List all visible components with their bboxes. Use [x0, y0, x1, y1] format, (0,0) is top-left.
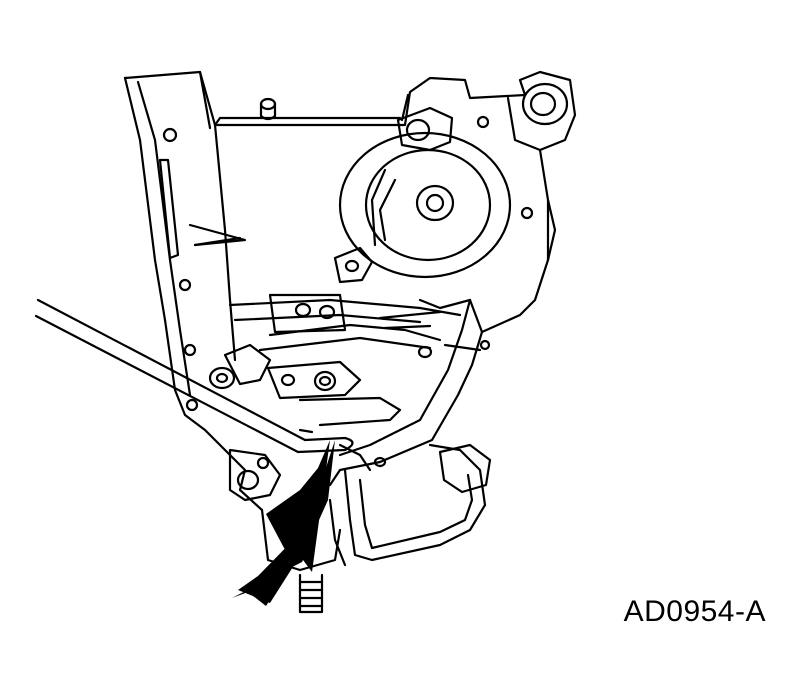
drain-plug — [298, 573, 324, 614]
left-gasket-rail — [158, 127, 199, 412]
engine-block-outline — [123, 70, 577, 512]
oil-pump-assembly — [208, 293, 462, 427]
water-pump-housing — [333, 106, 512, 284]
oil-pan — [328, 443, 492, 567]
pry-bar-tool — [34, 298, 372, 472]
lower-flange — [228, 448, 387, 572]
alignment-pegs — [259, 82, 569, 220]
callout-arrow — [232, 440, 335, 606]
figure-reference-code: AD0954-A — [623, 595, 766, 628]
block-details — [188, 93, 542, 352]
